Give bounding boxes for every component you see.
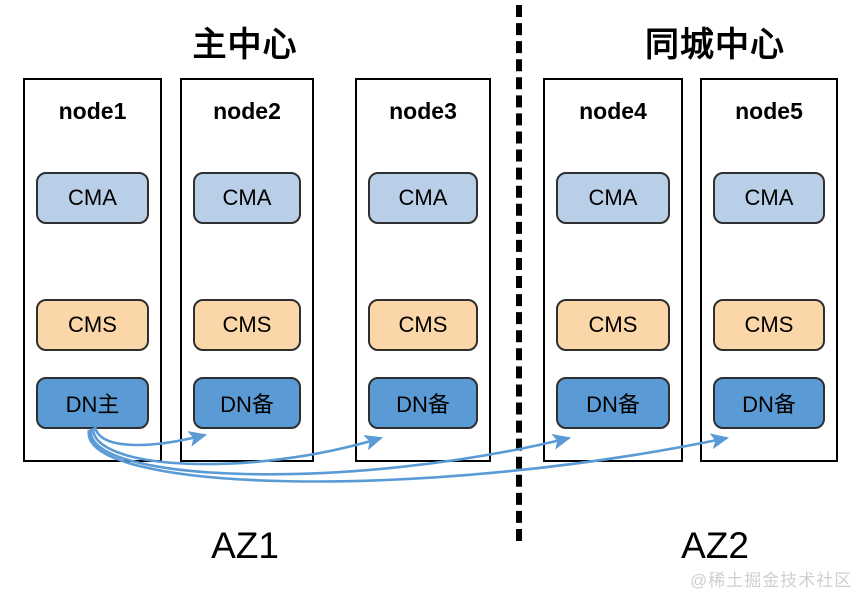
service-chip-cma: CMA [368, 172, 478, 224]
az-label-az2: AZ2 [681, 525, 749, 566]
watermark: @稀土掘金技术社区 [690, 571, 853, 590]
region-divider [516, 5, 522, 541]
node-box-node3: node3 CMA CMS DN备 [355, 78, 491, 462]
region-title-primary: 主中心 [192, 26, 298, 64]
region-title-secondary: 同城中心 [645, 26, 785, 64]
service-chip-cma: CMA [556, 172, 670, 224]
node-box-node5: node5 CMA CMS DN备 [700, 78, 838, 462]
node-box-node2: node2 CMA CMS DN备 [180, 78, 314, 462]
service-chip-cms: CMS [193, 299, 301, 351]
replication-arrow-node4 [89, 428, 572, 476]
node-title: node2 [213, 98, 281, 124]
service-chip-dn-standby: DN备 [193, 377, 301, 429]
service-chip-dn-standby: DN备 [556, 377, 670, 429]
node-box-node4: node4 CMA CMS DN备 [543, 78, 683, 462]
service-chip-cma: CMA [193, 172, 301, 224]
node-title: node3 [389, 98, 457, 124]
service-chip-cms: CMS [36, 299, 149, 351]
node-title: node4 [579, 98, 647, 124]
service-chip-cms: CMS [368, 299, 478, 351]
service-chip-cms: CMS [556, 299, 670, 351]
node-box-node1: node1 CMA CMS DN主 [23, 78, 162, 462]
node-title: node1 [58, 98, 127, 124]
node-title: node5 [735, 98, 803, 124]
az-label-az1: AZ1 [211, 525, 279, 566]
service-chip-cms: CMS [713, 299, 825, 351]
service-chip-dn-primary: DN主 [36, 377, 149, 429]
service-chip-dn-standby: DN备 [368, 377, 478, 429]
service-chip-dn-standby: DN备 [713, 377, 825, 429]
service-chip-cma: CMA [713, 172, 825, 224]
service-chip-cma: CMA [36, 172, 149, 224]
